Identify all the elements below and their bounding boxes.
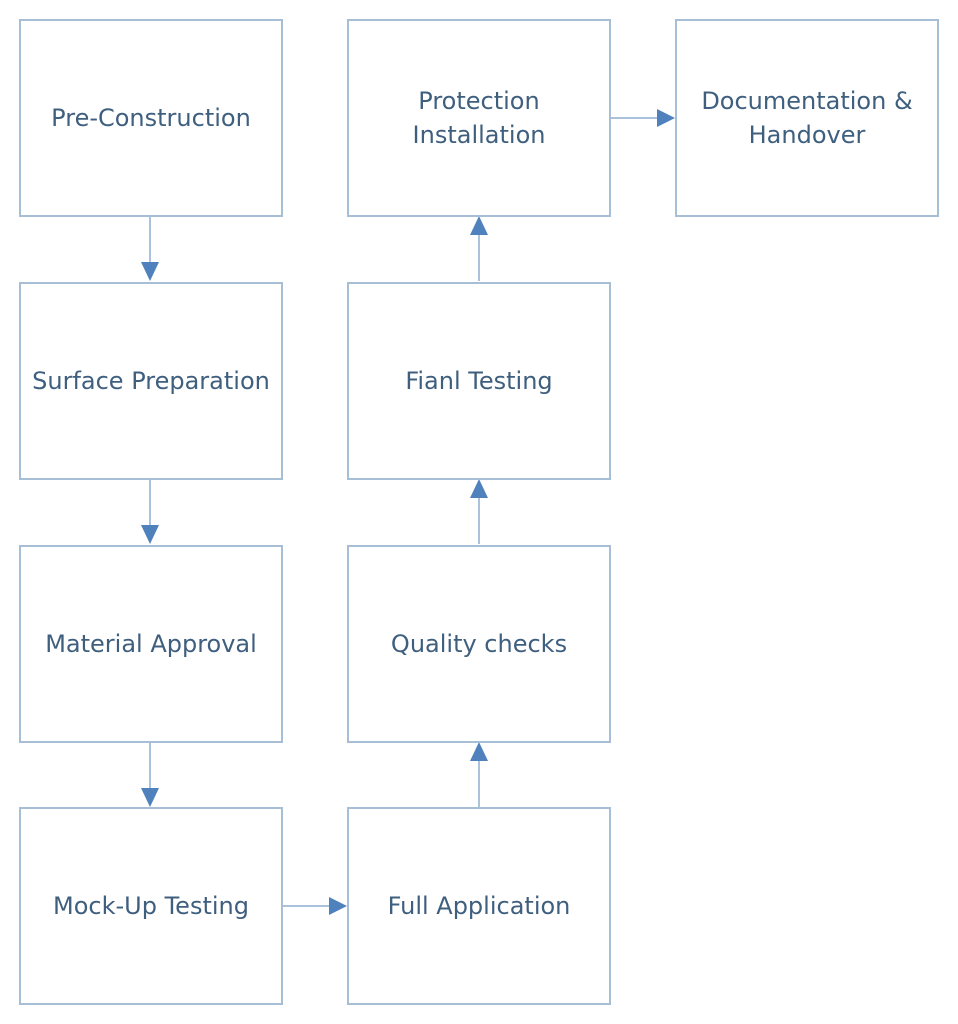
step-pre-construction-label: Pre-Construction [51, 104, 251, 132]
step-full-application-label: Full Application [387, 892, 571, 920]
step-documentation-handover-label: Documentation & Handover [701, 87, 913, 149]
step-mock-up-testing: Mock-Up Testing [19, 807, 283, 1005]
step-mock-up-testing-label: Mock-Up Testing [53, 892, 249, 920]
step-final-testing: Fianl Testing [347, 282, 611, 480]
arrow-material-approval-to-mock-up-testing [141, 742, 159, 807]
step-protection-installation: Protection Installation [347, 19, 611, 217]
step-final-testing-label: Fianl Testing [405, 367, 553, 395]
arrow-mock-up-testing-to-full-application [282, 897, 347, 915]
step-material-approval-label: Material Approval [45, 630, 257, 658]
arrow-surface-preparation-to-material-approval [141, 479, 159, 544]
step-protection-installation-label: Protection Installation [412, 87, 546, 149]
step-surface-preparation: Surface Preparation [19, 282, 283, 480]
arrow-full-application-to-quality-checks [470, 742, 488, 807]
step-material-approval: Material Approval [19, 545, 283, 743]
step-surface-preparation-label: Surface Preparation [32, 367, 270, 395]
step-quality-checks: Quality checks [347, 545, 611, 743]
step-documentation-handover: Documentation & Handover [675, 19, 939, 217]
arrow-final-testing-to-protection-installation [470, 216, 488, 281]
arrow-protection-installation-to-documentation-handover [610, 109, 675, 127]
step-full-application: Full Application [347, 807, 611, 1005]
step-pre-construction: Pre-Construction [19, 19, 283, 217]
step-quality-checks-label: Quality checks [390, 630, 568, 658]
arrow-pre-construction-to-surface-preparation [141, 216, 159, 281]
arrow-quality-checks-to-final-testing [470, 479, 488, 544]
